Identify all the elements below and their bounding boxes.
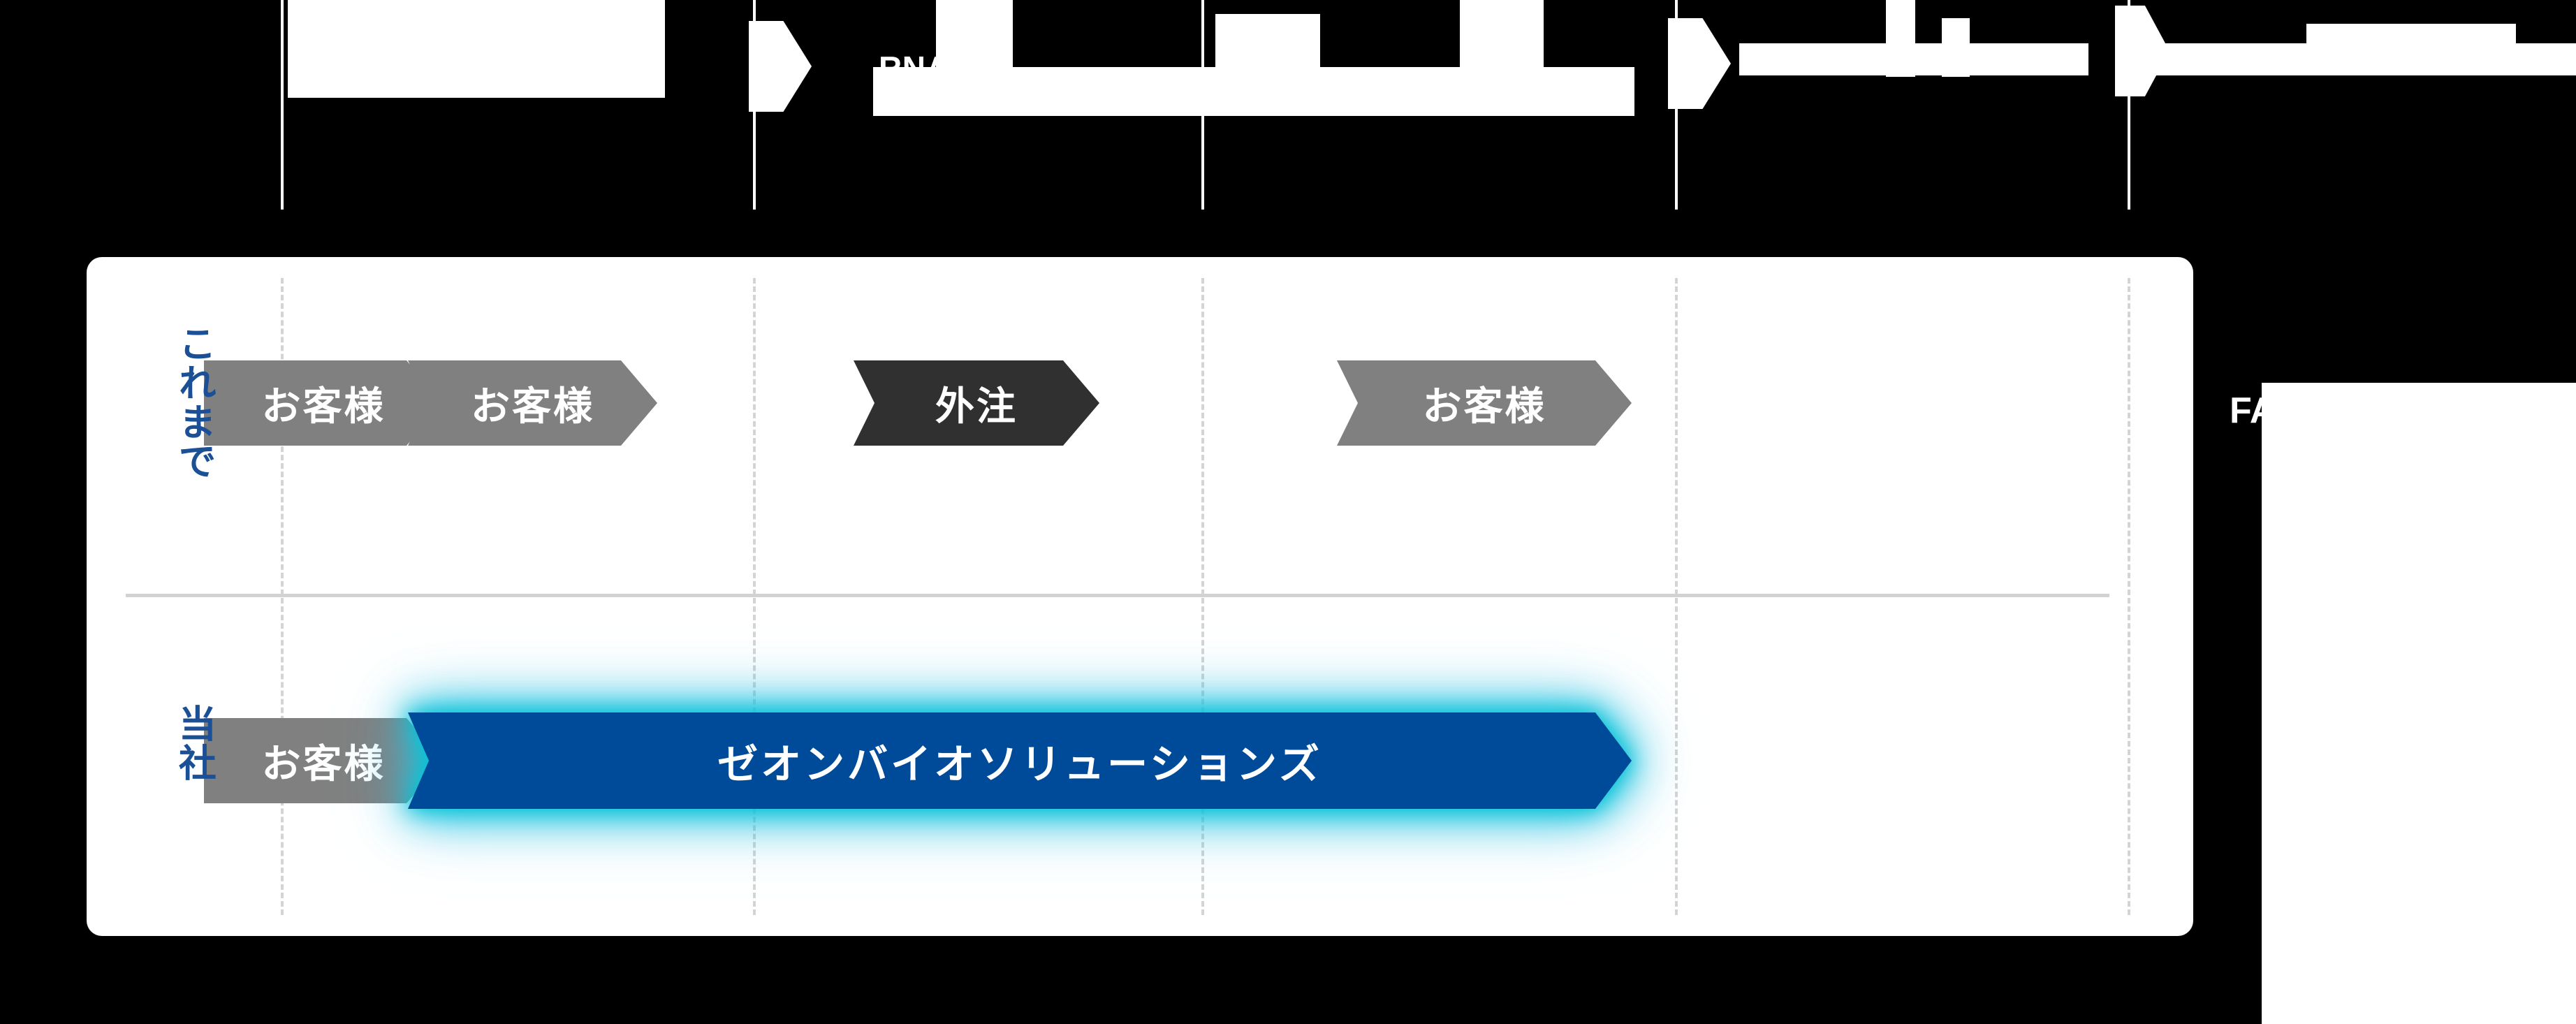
top-workflow-strip: RNA QC xyxy=(0,0,2576,210)
comparison-panel: これまで お客様 お客様 外注 お客様 当社 お客様 ゼオンバイオソリューション… xyxy=(87,257,2193,936)
row1-step-2-label: お客様 xyxy=(471,383,594,428)
top-step-1-tail xyxy=(469,0,546,49)
top-step-2-mid2 xyxy=(1460,0,1544,116)
top-arrow-1-icon xyxy=(749,21,812,112)
right-cutoff-block xyxy=(2262,383,2576,1024)
right-cutoff-top-wedge xyxy=(2361,388,2576,444)
top-step-4-bar xyxy=(2306,24,2516,52)
top-step-3-bar-b xyxy=(1942,18,1970,77)
row1-step-1[interactable]: お客様 xyxy=(204,360,443,446)
guide-tick-5 xyxy=(2128,0,2130,210)
row1-step-4[interactable]: お客様 xyxy=(1337,360,1632,446)
guide-tick-4 xyxy=(1675,0,1678,210)
row1-step-2[interactable]: お客様 xyxy=(408,360,657,446)
guide-tick-1 xyxy=(281,0,284,210)
column-divider-5 xyxy=(2128,278,2130,915)
top-step-3-bar-a xyxy=(1886,0,1915,77)
row1-step-3-label: 外注 xyxy=(935,383,1018,428)
guide-tick-2 xyxy=(753,0,756,210)
row2-step-1-label: お客様 xyxy=(261,741,386,786)
row1-step-4-label: お客様 xyxy=(1422,383,1546,428)
top-step-2-label: RNA QC xyxy=(879,50,1007,86)
row-label-before: これまで xyxy=(173,324,215,481)
row1-step-1-label: お客様 xyxy=(261,383,386,428)
row1-step-3[interactable]: 外注 xyxy=(854,360,1099,446)
guide-tick-3 xyxy=(1201,0,1204,210)
row-divider xyxy=(126,594,2109,597)
row2-step-2-glow: ゼオンバイオソリューションズ xyxy=(408,712,1632,809)
right-fragment-label: FA xyxy=(2230,390,2276,431)
row2-step-1[interactable]: お客様 xyxy=(204,718,443,803)
row2-step-2-label: ゼオンバイオソリューションズ xyxy=(717,742,1322,787)
top-step-2-left xyxy=(873,67,922,116)
row2-step-2[interactable]: ゼオンバイオソリューションズ xyxy=(408,712,1632,809)
row-label-ours: 当社 xyxy=(173,704,215,782)
top-step-2-mid xyxy=(1215,14,1320,116)
